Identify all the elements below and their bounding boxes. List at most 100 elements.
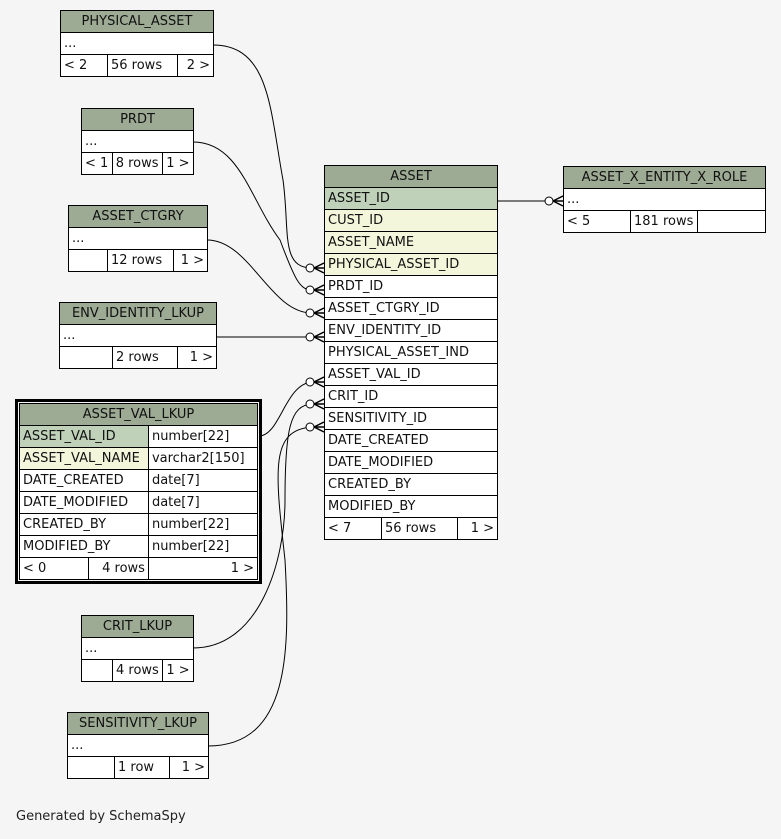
link-asset-val — [258, 381, 313, 437]
column-name[interactable]: CUST_ID — [324, 209, 498, 232]
table-title[interactable]: ENV_IDENTITY_LKUP — [59, 302, 217, 325]
column-name[interactable]: ASSET_VAL_ID — [324, 363, 498, 386]
link-prdt — [192, 141, 313, 291]
table-crit-lkup[interactable]: CRIT_LKUP ... 4 rows 1 > — [81, 615, 194, 682]
column-row: PHYSICAL_ASSET_IND — [324, 341, 498, 364]
column-name[interactable]: ASSET_VAL_ID — [19, 425, 149, 448]
row-count: 56 rows — [107, 54, 178, 77]
column-row: CUST_ID — [324, 209, 498, 232]
columns-ellipsis: ... — [81, 130, 194, 153]
columns-ellipsis: ... — [81, 637, 194, 660]
column-type: number[22] — [147, 513, 259, 536]
column-name[interactable]: PHYSICAL_ASSET_ID — [324, 253, 498, 276]
table-title[interactable]: SENSITIVITY_LKUP — [67, 712, 209, 735]
column-row: DATE_MODIFIED — [324, 451, 498, 474]
column-row: ASSET_NAME — [324, 231, 498, 254]
table-asset[interactable]: ASSET ASSET_ID CUST_ID ASSET_NAME PHYSIC… — [324, 165, 498, 540]
column-row: ASSET_ID — [324, 187, 498, 210]
column-row: DATE_CREATED — [324, 429, 498, 452]
parents-link[interactable] — [59, 346, 113, 369]
table-physical-asset[interactable]: PHYSICAL_ASSET ... < 2 56 rows 2 > — [60, 10, 215, 77]
row-count: 8 rows — [111, 152, 164, 175]
column-row: PHYSICAL_ASSET_ID — [324, 253, 498, 276]
children-link[interactable]: 1 > — [162, 659, 194, 682]
column-type: varchar2[150] — [147, 447, 259, 470]
row-count: 12 rows — [107, 249, 174, 272]
column-type: date[7] — [147, 491, 259, 514]
link-asset-ctgry — [206, 239, 313, 314]
column-name[interactable]: CRIT_ID — [324, 385, 498, 408]
column-name[interactable]: CREATED_BY — [19, 513, 149, 536]
column-row: ASSET_CTGRY_ID — [324, 297, 498, 320]
table-prdt[interactable]: PRDT ... < 1 8 rows 1 > — [81, 108, 194, 175]
column-row: CREATED_BY — [324, 473, 498, 496]
column-row: MODIFIED_BY — [324, 495, 498, 518]
row-count: 56 rows — [380, 517, 459, 540]
column-type: number[22] — [147, 535, 259, 558]
column-name[interactable]: MODIFIED_BY — [324, 495, 498, 518]
parents-link[interactable] — [81, 659, 113, 682]
table-title[interactable]: ASSET_VAL_LKUP — [19, 403, 258, 426]
link-physical-asset — [212, 44, 313, 269]
column-name[interactable]: ASSET_CTGRY_ID — [324, 297, 498, 320]
column-name[interactable]: ASSET_NAME — [324, 231, 498, 254]
children-link[interactable]: 1 > — [176, 346, 218, 369]
children-link[interactable]: 1 > — [169, 756, 209, 779]
footer-credit: Generated by SchemaSpy — [16, 809, 186, 824]
table-asset-x-entity-x-role[interactable]: ASSET_X_ENTITY_X_ROLE ... < 5 181 rows — [563, 166, 766, 233]
column-name[interactable]: MODIFIED_BY — [19, 535, 149, 558]
table-sensitivity-lkup[interactable]: SENSITIVITY_LKUP ... 1 row 1 > — [67, 712, 209, 779]
columns-ellipsis: ... — [60, 32, 214, 55]
parents-link[interactable]: < 7 — [324, 517, 382, 540]
column-type: number[22] — [147, 425, 259, 448]
table-title[interactable]: ASSET_X_ENTITY_X_ROLE — [563, 166, 766, 189]
parents-link[interactable]: < 5 — [563, 210, 631, 233]
column-row: SENSITIVITY_ID — [324, 407, 498, 430]
column-name[interactable]: PRDT_ID — [324, 275, 498, 298]
column-name[interactable]: CREATED_BY — [324, 473, 498, 496]
row-count: 1 row — [113, 756, 171, 779]
table-title[interactable]: CRIT_LKUP — [81, 615, 194, 638]
column-row: CRIT_ID — [324, 385, 498, 408]
children-link[interactable]: 1 > — [162, 152, 194, 175]
column-name[interactable]: DATE_MODIFIED — [19, 491, 149, 514]
column-type: date[7] — [147, 469, 259, 492]
table-title[interactable]: PRDT — [81, 108, 194, 131]
column-name[interactable]: ASSET_VAL_NAME — [19, 447, 149, 470]
column-name[interactable]: DATE_CREATED — [19, 469, 149, 492]
table-env-identity-lkup[interactable]: ENV_IDENTITY_LKUP ... 2 rows 1 > — [59, 302, 218, 369]
column-name[interactable]: ASSET_ID — [324, 187, 498, 210]
children-link[interactable]: 1 > — [147, 557, 259, 580]
column-name[interactable]: PHYSICAL_ASSET_IND — [324, 341, 498, 364]
table-title[interactable]: ASSET — [324, 165, 498, 188]
column-name[interactable]: SENSITIVITY_ID — [324, 407, 498, 430]
row-count: 2 rows — [112, 346, 178, 369]
children-link[interactable]: 1 > — [457, 517, 498, 540]
table-title[interactable]: ASSET_CTGRY — [68, 205, 208, 228]
row-count: 4 rows — [88, 557, 149, 580]
column-name[interactable]: DATE_CREATED — [324, 429, 498, 452]
parents-link[interactable] — [68, 249, 108, 272]
children-link[interactable]: 1 > — [172, 249, 209, 272]
table-asset-ctgry[interactable]: ASSET_CTGRY ... 12 rows 1 > — [68, 205, 209, 272]
column-row: ASSET_VAL_ID — [324, 363, 498, 386]
column-name[interactable]: DATE_MODIFIED — [324, 451, 498, 474]
row-count: 4 rows — [111, 659, 164, 682]
columns-ellipsis: ... — [59, 324, 217, 347]
parents-link[interactable]: < 2 — [60, 54, 108, 77]
table-title[interactable]: PHYSICAL_ASSET — [60, 10, 214, 33]
parents-link[interactable] — [67, 756, 115, 779]
column-name[interactable]: ENV_IDENTITY_ID — [324, 319, 498, 342]
children-link[interactable] — [697, 210, 766, 233]
children-link[interactable]: 2 > — [176, 54, 215, 77]
columns-ellipsis: ... — [563, 188, 766, 211]
parents-link[interactable]: < 0 — [19, 557, 89, 580]
parents-link[interactable]: < 1 — [81, 152, 113, 175]
column-row: ENV_IDENTITY_ID — [324, 319, 498, 342]
